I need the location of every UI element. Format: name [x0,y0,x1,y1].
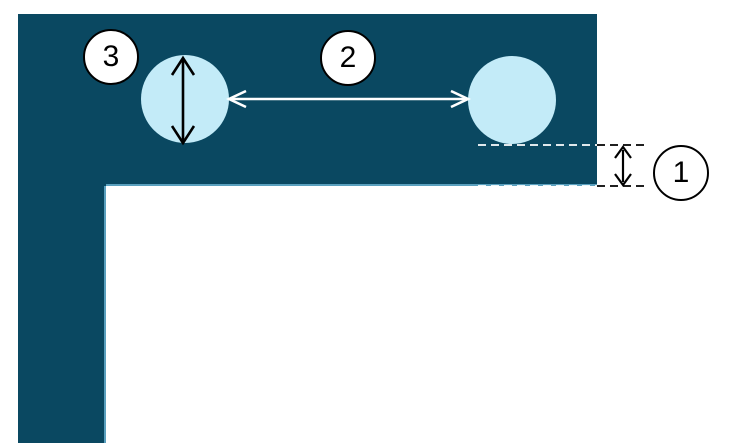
hole-diameter-arrow-icon [170,55,196,146]
callout-hole-diameter: 3 [83,29,139,85]
callout-edge-distance: 1 [653,145,709,201]
hole-spacing-arrow-icon [225,89,472,109]
callout-hole-spacing: 2 [320,30,376,86]
edge-distance-arrow-icon [614,145,632,187]
hole-left [141,55,229,143]
hole-right [468,56,556,144]
